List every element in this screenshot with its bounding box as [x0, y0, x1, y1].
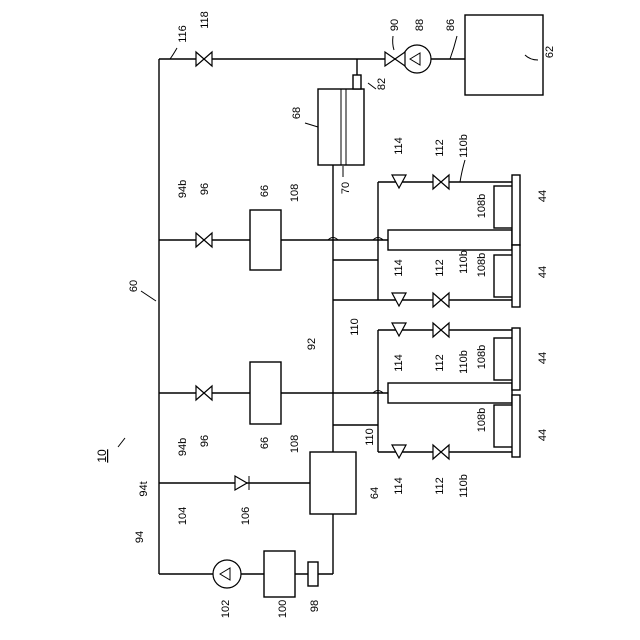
return-108b-upper [388, 230, 512, 250]
label-108b-3: 108b [476, 345, 488, 369]
module-44-4-rail [512, 395, 520, 457]
leader-110b-1 [460, 160, 465, 182]
label-108-upper: 108 [289, 184, 301, 202]
label-94b-upper: 94b [177, 180, 189, 198]
label-114-2: 114 [393, 259, 405, 277]
leader-82 [368, 83, 376, 89]
label-102: 102 [220, 600, 232, 618]
label-106: 106 [240, 507, 252, 525]
heater-66-lower [250, 362, 281, 424]
reservoir-62 [465, 15, 543, 95]
box-100 [264, 551, 295, 597]
leader-68 [305, 123, 318, 127]
label-98: 98 [309, 600, 321, 612]
valve-96-upper [196, 233, 212, 247]
label-104: 104 [177, 507, 189, 525]
label-66-upper: 66 [259, 185, 271, 197]
label-110b-1: 110b [458, 134, 470, 158]
label-10: 10 [95, 449, 109, 463]
valve-112-3 [433, 323, 449, 337]
label-112-4: 112 [434, 477, 446, 495]
label-70: 70 [340, 182, 352, 194]
label-116: 116 [177, 25, 189, 43]
label-68: 68 [291, 107, 303, 119]
label-44-1: 44 [537, 190, 549, 202]
leader-86 [450, 36, 457, 59]
heater-66-upper [250, 210, 281, 270]
label-44-4: 44 [537, 429, 549, 441]
plate-outlet-82 [353, 75, 361, 89]
module-44-1-rail [512, 175, 520, 245]
valve-112-4 [433, 445, 449, 459]
leader-90 [393, 36, 394, 50]
label-64: 64 [369, 487, 381, 499]
label-114-1: 114 [393, 137, 405, 155]
label-66-lower: 66 [259, 437, 271, 449]
label-60: 60 [128, 280, 140, 292]
label-44-3: 44 [537, 352, 549, 364]
valve-112-2 [433, 293, 449, 307]
label-94: 94 [134, 531, 146, 543]
valve-118 [196, 52, 212, 66]
label-110b-2: 110b [458, 250, 470, 274]
label-100: 100 [277, 600, 289, 618]
label-90: 90 [389, 19, 401, 31]
label-62: 62 [544, 46, 556, 58]
pump-88 [403, 45, 431, 73]
return-108b-lower [388, 383, 512, 403]
label-108-lower: 108 [289, 435, 301, 453]
label-94b-lower: 94b [177, 438, 189, 456]
check-valve-106 [235, 476, 247, 490]
label-108b-1: 108b [476, 194, 488, 218]
label-108b-4: 108b [476, 408, 488, 432]
label-114-4: 114 [393, 477, 405, 495]
valve-90 [385, 52, 405, 66]
junction-block-64 [310, 452, 356, 514]
label-112-3: 112 [434, 354, 446, 372]
valve-96-lower [196, 386, 212, 400]
label-44-2: 44 [537, 266, 549, 278]
pump-102 [213, 560, 241, 588]
filter-98 [308, 562, 318, 586]
module-44-3-rail [512, 328, 520, 390]
leader-60 [141, 291, 156, 301]
label-108b-2: 108b [476, 253, 488, 277]
leader-10 [118, 438, 125, 447]
label-110b-3: 110b [458, 350, 470, 374]
leader-116 [170, 48, 177, 59]
label-86: 86 [445, 19, 457, 31]
label-118: 118 [199, 11, 211, 29]
label-88: 88 [414, 19, 426, 31]
label-82: 82 [376, 78, 388, 90]
label-110-upper: 110 [349, 318, 361, 336]
label-110-lower: 110 [364, 428, 376, 446]
module-44-2-rail [512, 245, 520, 307]
label-96-upper: 96 [199, 183, 211, 195]
label-112-2: 112 [434, 259, 446, 277]
label-92: 92 [306, 338, 318, 350]
label-112-1: 112 [434, 139, 446, 157]
label-94t: 94t [138, 481, 150, 496]
label-114-3: 114 [393, 354, 405, 372]
label-96-lower: 96 [199, 435, 211, 447]
label-110b-4: 110b [458, 474, 470, 498]
valve-112-1 [433, 175, 449, 189]
